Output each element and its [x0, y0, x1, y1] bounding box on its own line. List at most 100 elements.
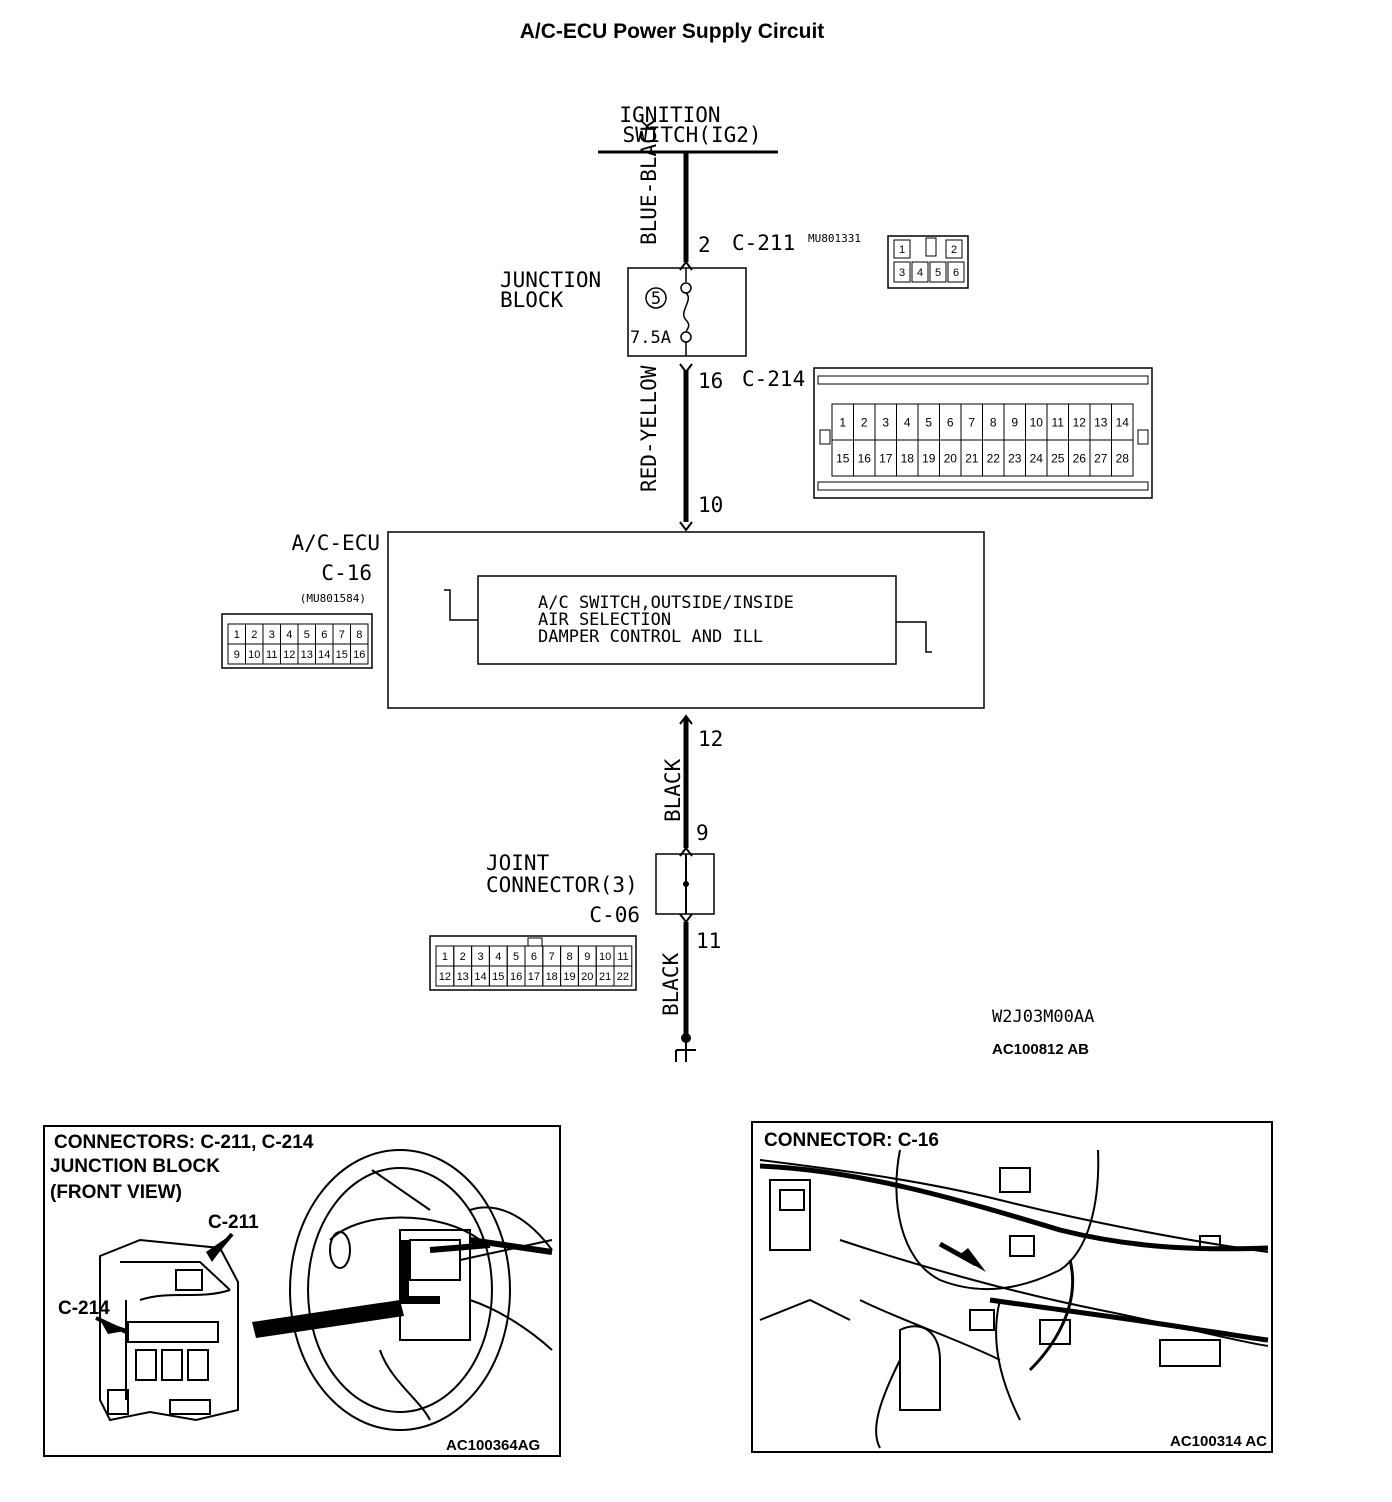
c06-pin-3: 3: [477, 951, 483, 963]
c16-pin-13: 13: [301, 649, 313, 661]
c16-pin-9: 9: [234, 649, 240, 661]
c214-pin-1: 1: [839, 415, 846, 429]
fuse-rating: 7.5A: [630, 328, 671, 348]
ecu-name: A/C-ECU: [291, 531, 380, 555]
c214-pin-20: 20: [944, 451, 958, 465]
c16-pin-1: 1: [234, 629, 240, 641]
c211-pin-1: 1: [899, 244, 905, 256]
pointer-bar: [252, 1300, 404, 1338]
c211-pin-3: 3: [899, 267, 905, 279]
c06-pin-9: 9: [584, 951, 590, 963]
ref-code-2: AC100812 AB: [992, 1041, 1089, 1058]
c214-pin-18: 18: [901, 451, 915, 465]
c16-pin-8: 8: [356, 629, 362, 641]
ground-symbol: [675, 1033, 696, 1062]
c16-pin-6: 6: [321, 629, 327, 641]
fuse-symbol: [680, 268, 692, 356]
c211-connector: 1 2 3 4 5 6: [887, 235, 969, 289]
c214-pin-5: 5: [925, 415, 932, 429]
c06-pin-22: 22: [617, 971, 629, 983]
c16-pin-16: 16: [353, 649, 365, 661]
c06-pin-8: 8: [566, 951, 572, 963]
c06-pin-16: 16: [510, 971, 522, 983]
c214-pin-2: 2: [861, 415, 868, 429]
c16-pin-11: 11: [266, 649, 277, 661]
c16-pin-4: 4: [286, 629, 292, 641]
ecu-function-1: A/C SWITCH,OUTSIDE/INSIDE: [538, 593, 794, 613]
c06-pin-6: 6: [531, 951, 537, 963]
c06-pin-15: 15: [492, 971, 504, 983]
panel-left-code: AC100364AG: [446, 1437, 540, 1454]
c214-pin-21: 21: [965, 451, 979, 465]
c211-label: C-211: [732, 231, 795, 255]
c214-pin-3: 3: [882, 415, 889, 429]
c211-pin-4: 4: [917, 267, 923, 279]
c16-pin-3: 3: [269, 629, 275, 641]
c16-pin-7: 7: [339, 629, 345, 641]
c16-pin-2: 2: [251, 629, 257, 641]
c211-pin-5: 5: [935, 267, 941, 279]
c06-pin-12: 12: [439, 971, 451, 983]
c16-part: (MU801584): [300, 592, 366, 605]
steering-wheel-illustration: [289, 1149, 553, 1431]
callout-c211: C-211: [208, 1212, 259, 1233]
c214-pin-17: 17: [879, 451, 893, 465]
c211-part: MU801331: [808, 232, 861, 245]
c06-pin-11: 11: [617, 951, 628, 963]
c06-cell: [613, 965, 633, 987]
c214-label: C-214: [742, 367, 805, 391]
c214-pin-7: 7: [968, 415, 975, 429]
callout-c214: C-214: [58, 1298, 110, 1319]
c214-pin-19: 19: [922, 451, 936, 465]
ref-code-1: W2J03M00AA: [992, 1007, 1094, 1027]
c06-pin-10: 10: [599, 951, 611, 963]
c16-pin-5: 5: [304, 629, 310, 641]
c214-pin-23: 23: [1008, 451, 1022, 465]
c06-pin-5: 5: [513, 951, 519, 963]
c16-cell: [350, 643, 369, 665]
c214-cell: [1111, 439, 1134, 477]
pin-12: 12: [698, 727, 723, 751]
c214-pin-12: 12: [1073, 415, 1087, 429]
c06-pin-13: 13: [457, 971, 469, 983]
pin-16: 16: [698, 369, 723, 393]
panel-right-title: CONNECTOR: C-16: [764, 1130, 939, 1151]
joint-dot: [683, 881, 689, 887]
c06-pin-18: 18: [546, 971, 558, 983]
c214-pin-25: 25: [1051, 451, 1065, 465]
panel-left-title-2: JUNCTION BLOCK: [50, 1156, 220, 1177]
panel-junction-block: CONNECTORS: C-211, C-214 JUNCTION BLOCK …: [43, 1125, 561, 1457]
wire-label-black-2: BLACK: [659, 952, 683, 1016]
c214-pin-8: 8: [990, 415, 997, 429]
c06-pin-4: 4: [495, 951, 501, 963]
c06-pin-14: 14: [474, 971, 486, 983]
c06-pin-2: 2: [460, 951, 466, 963]
wire-label-black-1: BLACK: [661, 758, 685, 822]
dashboard-illustration: [759, 1149, 1269, 1449]
ignition-label-2: SWITCH(IG2): [622, 123, 761, 147]
c06-pin-21: 21: [599, 971, 611, 983]
c16-pin-14: 14: [318, 649, 330, 661]
pin-10: 10: [698, 493, 723, 517]
panel-left-title-1: CONNECTORS: C-211, C-214: [54, 1132, 314, 1153]
c214-pin-28: 28: [1116, 451, 1130, 465]
c214-pin-15: 15: [836, 451, 850, 465]
pin-9: 9: [696, 821, 709, 845]
c211-pin-6: 6: [953, 267, 959, 279]
page-title: A/C-ECU Power Supply Circuit: [520, 20, 825, 43]
wire-label-blue-black: BLUE-BLACK: [637, 118, 661, 245]
c06-pin-19: 19: [563, 971, 575, 983]
fuse-number: 5: [651, 289, 661, 309]
c06-pin-17: 17: [528, 971, 540, 983]
c214-pin-13: 13: [1094, 415, 1108, 429]
panel-right-code: AC100314 AC: [1170, 1433, 1267, 1450]
c214-pin-11: 11: [1052, 415, 1065, 429]
c06-pin-1: 1: [442, 951, 448, 963]
c214-pin-27: 27: [1094, 451, 1108, 465]
c211-pin-2: 2: [951, 244, 957, 256]
joint-label-1: JOINT: [486, 851, 550, 875]
